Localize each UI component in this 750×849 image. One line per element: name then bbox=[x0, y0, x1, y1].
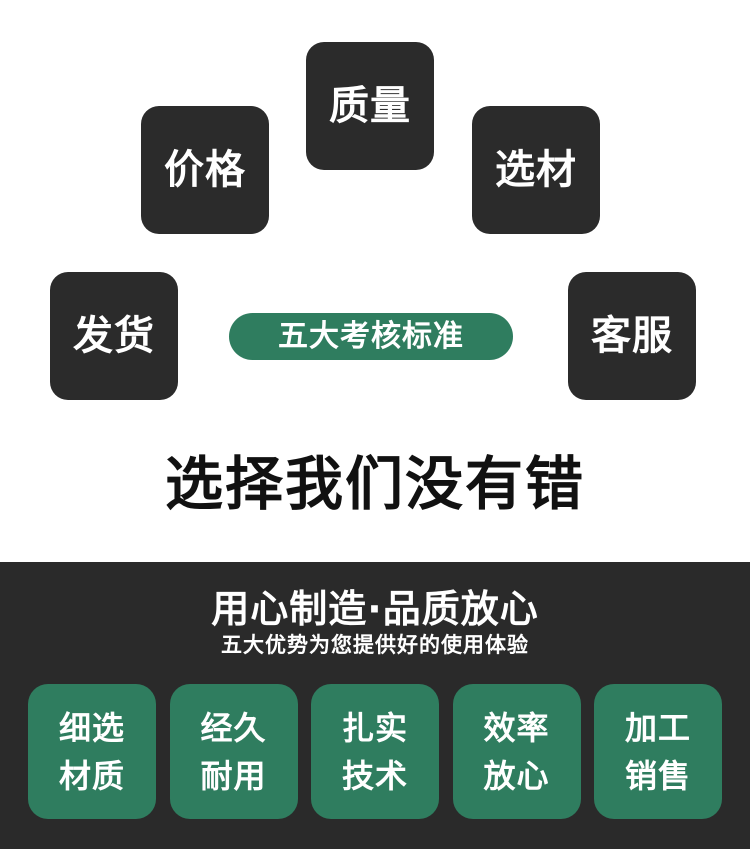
advantages-section: 用心制造·品质放心 五大优势为您提供好的使用体验 细选 材质 经久 耐用 扎实 … bbox=[0, 562, 750, 849]
standards-badge: 五大考核标准 bbox=[229, 313, 513, 360]
feature-card-label: 扎实 技术 bbox=[341, 708, 408, 795]
feature-card-efficiency: 效率 放心 bbox=[452, 684, 581, 819]
feature-card-processing: 加工 销售 bbox=[594, 684, 722, 819]
feature-card-material: 细选 材质 bbox=[28, 684, 156, 819]
feature-card-durable: 经久 耐用 bbox=[169, 684, 298, 819]
feature-list: 细选 材质 经久 耐用 扎实 技术 效率 放心 加工 销售 bbox=[28, 684, 722, 819]
feature-card-technique: 扎实 技术 bbox=[311, 684, 439, 819]
tile-shipping: 发货 bbox=[50, 272, 178, 400]
tile-material-label: 选材 bbox=[495, 147, 577, 193]
tile-service-label: 客服 bbox=[591, 313, 673, 359]
tile-quality: 质量 bbox=[306, 42, 434, 170]
feature-card-label: 加工 销售 bbox=[624, 708, 691, 795]
feature-card-label: 细选 材质 bbox=[58, 708, 125, 795]
standards-section: 质量 价格 选材 发货 客服 五大考核标准 选择我们没有错 bbox=[50, 42, 696, 518]
tile-service: 客服 bbox=[568, 272, 696, 400]
standards-badge-text: 五大考核标准 bbox=[278, 318, 464, 354]
slogan-heading: 选择我们没有错 bbox=[164, 450, 585, 518]
tile-material: 选材 bbox=[472, 106, 600, 234]
feature-card-label: 效率 放心 bbox=[483, 708, 550, 795]
advantages-subtitle: 五大优势为您提供好的使用体验 bbox=[221, 633, 529, 657]
tile-quality-label: 质量 bbox=[329, 83, 411, 129]
advantages-title: 用心制造·品质放心 bbox=[211, 587, 539, 631]
tile-shipping-label: 发货 bbox=[73, 313, 155, 359]
feature-card-label: 经久 耐用 bbox=[200, 708, 267, 795]
tile-price-label: 价格 bbox=[164, 147, 246, 193]
tile-price: 价格 bbox=[141, 106, 269, 234]
